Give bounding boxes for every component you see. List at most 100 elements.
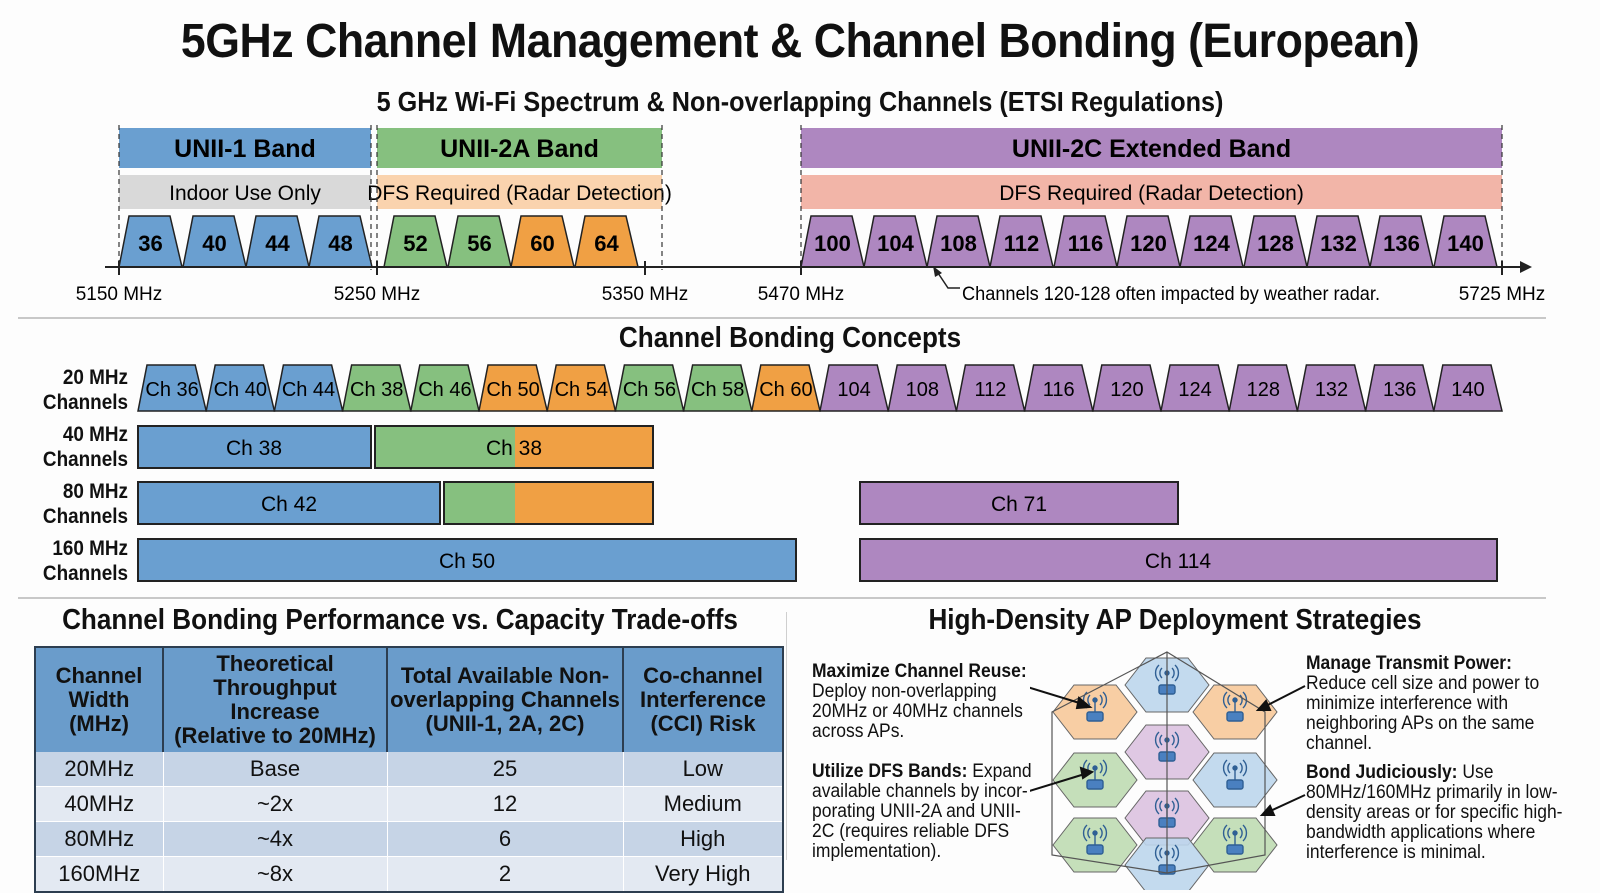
bond20-label: 108	[906, 379, 939, 401]
cell-width: 20MHz	[34, 752, 164, 787]
channel-label: 132	[1320, 231, 1357, 256]
bond40-label-2: Ch 38	[486, 437, 542, 460]
bond160-label-2: Ch 114	[1145, 550, 1211, 573]
bond40-block-unii1	[137, 425, 372, 469]
bond20-label: 120	[1110, 379, 1143, 401]
spectrum-subtitle: 5 GHz Wi-Fi Spectrum & Non-overlapping C…	[376, 86, 1224, 117]
bond20-label: Ch 56	[623, 379, 676, 401]
channel-label: 120	[1130, 231, 1167, 256]
bond80-block-unii1	[137, 481, 441, 525]
channel-label: 140	[1447, 231, 1484, 256]
bond20-channel	[1296, 364, 1367, 412]
bond20-label: 136	[1383, 379, 1416, 401]
cell-width: 40MHz	[34, 786, 164, 822]
band-note: DFS Required (Radar Detection)	[367, 182, 672, 205]
wifi-access-point-icon	[1154, 664, 1180, 695]
band-note-2	[801, 175, 1502, 209]
bond20-channel	[682, 364, 753, 412]
band-name: UNII-2C Extended Band	[1012, 135, 1291, 163]
table-row: 160MHz ~8x 2 Very High	[34, 856, 784, 893]
bond20-channel	[1432, 364, 1503, 412]
bond80-label-3: Ch 71	[991, 493, 1047, 516]
bond80-block-outline	[443, 481, 654, 525]
bond20-channel	[137, 364, 208, 412]
pointer-arrow	[1030, 686, 1087, 706]
bond20-channel	[1160, 364, 1231, 412]
bond160-block-1	[137, 538, 797, 582]
bond20-label: Ch 46	[418, 379, 471, 401]
channel-label: 52	[403, 231, 427, 256]
wifi-access-point-icon	[1082, 824, 1108, 855]
arrowhead-icon	[1075, 696, 1093, 710]
channel-label: 44	[265, 231, 290, 256]
bond20-label: Ch 50	[486, 379, 539, 401]
vertical-divider	[786, 612, 787, 860]
channel-label: 100	[814, 231, 851, 256]
strategies-title: High-Density AP Deployment Strategies	[928, 604, 1422, 636]
section-divider	[18, 317, 1546, 319]
bond20-channel	[341, 364, 412, 412]
bond160-block-2	[859, 538, 1498, 582]
hex-frame-lines	[1051, 651, 1266, 874]
pointer-arrow	[1030, 772, 1089, 792]
channel-label: 108	[940, 231, 977, 256]
ap-cell	[1052, 752, 1138, 808]
band-note-1	[377, 175, 662, 209]
strategy-bond-judiciously: Bond Judiciously: Use 80MHz/160MHz prima…	[1306, 762, 1563, 863]
channel-label: 40	[202, 231, 226, 256]
page-title: 5GHz Channel Management & Channel Bondin…	[180, 15, 1420, 68]
channel-label: 104	[877, 231, 914, 256]
bond40-block-outline	[374, 425, 654, 469]
bond40-block-green	[375, 426, 515, 468]
wifi-access-point-icon	[1082, 691, 1108, 722]
band-header-1	[377, 128, 662, 168]
bond20-label: Ch 40	[214, 379, 267, 401]
ap-cell	[1192, 752, 1278, 808]
band-name: UNII-2A Band	[440, 135, 599, 163]
table-row: 80MHz ~4x 6 High	[34, 821, 784, 857]
wifi-access-point-icon	[1222, 824, 1248, 855]
annotation-arrowhead-icon	[933, 266, 942, 277]
ap-cell	[1192, 684, 1278, 740]
section-divider-2	[18, 597, 1546, 599]
bond80-block-green	[444, 482, 515, 524]
bond20-label: Ch 60	[759, 379, 812, 401]
cell-risk: Very High	[623, 856, 784, 893]
bond20-channel	[273, 364, 344, 412]
bond20-channel	[205, 364, 276, 412]
band-header-0	[119, 128, 371, 168]
bond20-channel	[750, 364, 821, 412]
annotation-arrow	[935, 269, 960, 289]
bond20-label: 104	[837, 379, 870, 401]
cell-throughput: ~2x	[163, 786, 388, 822]
band-note: DFS Required (Radar Detection)	[999, 182, 1304, 205]
cell-width: 80MHz	[34, 821, 164, 857]
channel-label: 48	[328, 231, 352, 256]
cell-channels: 2	[387, 856, 624, 893]
cell-risk: Low	[623, 752, 784, 787]
bond80-block-orange	[515, 482, 653, 524]
ap-hex-diagram	[1030, 651, 1306, 890]
cell-width: 160MHz	[34, 856, 164, 893]
bond20-channel	[546, 364, 617, 412]
bond40-label-1: Ch 38	[226, 437, 282, 460]
table-row: 40MHz ~2x 12 Medium	[34, 786, 784, 822]
bond160-label-1: Ch 50	[439, 550, 495, 573]
channel-label: 36	[138, 231, 162, 256]
bond20-channel	[887, 364, 958, 412]
freq-label: 5350 MHz	[602, 284, 689, 305]
channel-label: 112	[1004, 231, 1040, 256]
band-header-2	[801, 128, 1502, 168]
band-note: Indoor Use Only	[169, 182, 321, 205]
cell-risk: Medium	[623, 786, 784, 822]
ap-cell	[1052, 817, 1138, 873]
bond20-channel	[955, 364, 1026, 412]
bond20-label: Ch 44	[282, 379, 335, 401]
ap-cell	[1192, 817, 1278, 873]
table-row: 20MHz Base 25 Low	[34, 752, 784, 787]
